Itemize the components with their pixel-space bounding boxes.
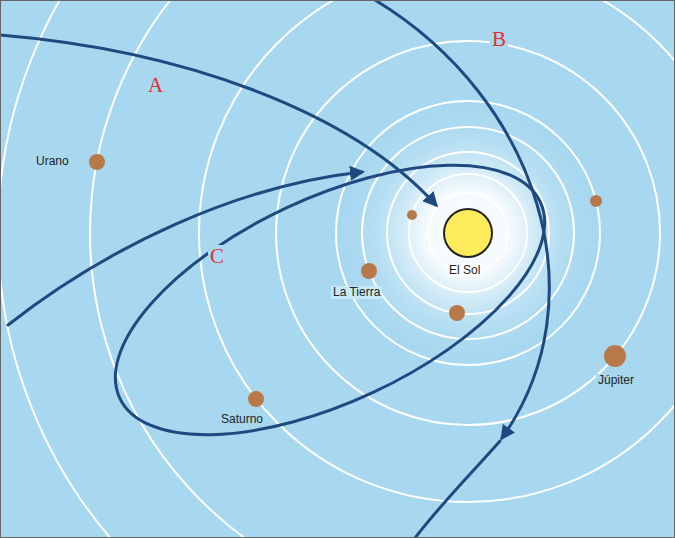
- sun-glow: [338, 103, 598, 363]
- orbit-b-tail: [415, 441, 500, 538]
- jupiter: [604, 345, 626, 367]
- planet-name: Urano: [34, 155, 71, 168]
- orbit-letter: C: [208, 245, 226, 268]
- planet-name: Júpiter: [596, 374, 636, 387]
- orbit-letter: A: [146, 74, 165, 97]
- parabolic-orbit: [8, 172, 362, 325]
- planet-name: La Tierra: [331, 286, 382, 299]
- comet-orbits: [0, 0, 583, 538]
- mercury: [407, 210, 417, 220]
- orbit-letter: B: [490, 28, 508, 51]
- orbit-a: [0, 35, 436, 205]
- orbit-b: [375, 0, 549, 438]
- earth: [361, 263, 377, 279]
- planet-name: Saturno: [219, 413, 265, 426]
- planet-name: El Sol: [447, 264, 482, 277]
- orbit-c: [77, 110, 584, 491]
- uranus: [89, 154, 105, 170]
- planets: [89, 154, 626, 407]
- sun: [444, 209, 492, 257]
- saturn: [248, 391, 264, 407]
- mars: [590, 195, 602, 207]
- venus: [449, 305, 465, 321]
